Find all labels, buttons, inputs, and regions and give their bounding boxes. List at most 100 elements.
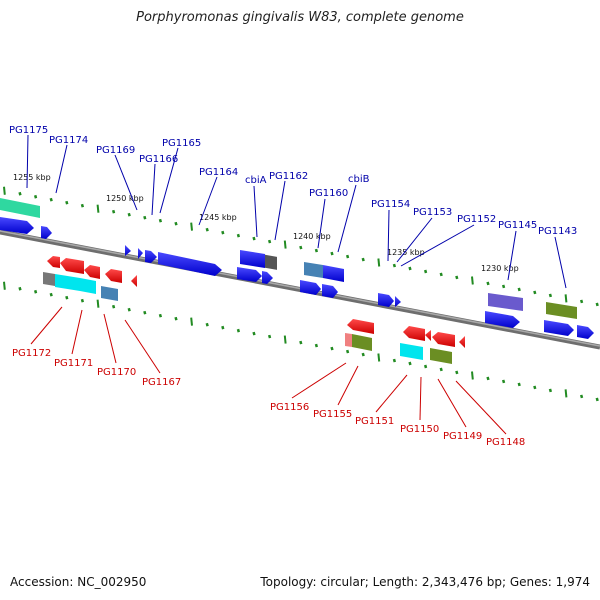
gene-label-pg1167[interactable]: PG1167 (142, 377, 181, 388)
gene-box[interactable] (400, 343, 423, 360)
gene-arrow[interactable] (0, 217, 34, 234)
gene-label-pg1174[interactable]: PG1174 (49, 135, 88, 146)
gene-arrow[interactable] (546, 302, 577, 319)
tick-mark (314, 343, 319, 348)
label-connector (253, 185, 258, 238)
tick-mark (439, 272, 443, 277)
gene-label-pg1162[interactable]: PG1162 (269, 171, 308, 182)
gene-arrow[interactable] (322, 284, 338, 298)
gene-label-pg1171[interactable]: PG1171 (54, 358, 93, 369)
gene-arrow[interactable] (395, 296, 401, 307)
label-connector (337, 184, 357, 253)
gene-label-pg1153[interactable]: PG1153 (413, 207, 452, 218)
gene-label-pg1170[interactable]: PG1170 (97, 367, 136, 378)
gene-arrow[interactable] (237, 267, 262, 282)
gene-arrow[interactable] (131, 275, 137, 287)
tick-mark (471, 371, 474, 380)
gene-arrow[interactable] (0, 198, 40, 218)
gene-arrow[interactable] (125, 245, 131, 256)
tick-mark (455, 275, 459, 280)
gene-arrow[interactable] (60, 258, 84, 274)
gene-label-pg1166[interactable]: PG1166 (139, 154, 178, 165)
gene-label-pg1172[interactable]: PG1172 (12, 348, 51, 359)
gene-box[interactable] (43, 272, 55, 286)
gene-arrow[interactable] (425, 330, 431, 341)
gene-label-pg1165[interactable]: PG1165 (162, 138, 201, 149)
gene-arrow[interactable] (347, 319, 374, 334)
gene-arrow[interactable] (158, 252, 222, 276)
gene-label-pg1145[interactable]: PG1145 (498, 220, 537, 231)
tick-mark (423, 269, 428, 274)
tick-mark (18, 286, 22, 291)
gene-label-pg1175[interactable]: PG1175 (9, 125, 48, 136)
gene-label-pg1149[interactable]: PG1149 (443, 431, 482, 442)
tick-mark (330, 346, 334, 351)
gene-label-pg1148[interactable]: PG1148 (486, 437, 525, 448)
gene-arrow[interactable] (105, 269, 122, 283)
tick-mark (18, 191, 22, 196)
tick-mark (190, 317, 193, 326)
tick-mark (486, 281, 490, 286)
gene-label-pg1154[interactable]: PG1154 (371, 199, 410, 210)
gene-label-pg1169[interactable]: PG1169 (96, 145, 135, 156)
reverse-genes (43, 256, 465, 364)
tick-mark (174, 316, 178, 321)
gene-arrow[interactable] (403, 326, 425, 341)
tick-mark (299, 245, 303, 250)
tick-mark (408, 266, 412, 271)
tick-mark (377, 258, 381, 267)
tick-mark (205, 322, 209, 327)
gene-box[interactable] (352, 334, 372, 351)
gene-label-pg1155[interactable]: PG1155 (313, 409, 352, 420)
tick-mark (439, 367, 443, 372)
gene-arrow[interactable] (544, 320, 574, 336)
gene-box[interactable] (55, 274, 80, 291)
gene-box[interactable] (101, 286, 118, 301)
gene-label-pg1160[interactable]: PG1160 (309, 188, 348, 199)
gene-arrow[interactable] (138, 248, 143, 259)
gene-label-pg1164[interactable]: PG1164 (199, 167, 238, 178)
gene-arrow[interactable] (459, 336, 465, 348)
gene-box[interactable] (80, 278, 96, 294)
label-connector (114, 154, 138, 211)
tick-mark (408, 361, 412, 366)
gene-arrow[interactable] (145, 250, 157, 263)
gene-label-cbib[interactable]: cbiB (348, 174, 370, 185)
tick-mark (283, 240, 287, 249)
tick-mark (252, 331, 256, 336)
label-connector (437, 378, 467, 428)
tick-mark (392, 358, 397, 363)
gene-arrow[interactable] (47, 256, 60, 268)
gene-arrow[interactable] (488, 293, 523, 311)
gene-arrow[interactable] (262, 271, 273, 284)
tick-mark (221, 230, 225, 235)
gene-arrow[interactable] (323, 265, 344, 282)
accession-text: Accession: NC_002950 (10, 575, 147, 589)
tick-mark (127, 212, 131, 217)
gene-label-cbia[interactable]: cbiA (245, 175, 267, 186)
gene-box[interactable] (430, 348, 452, 364)
gene-arrow[interactable] (304, 262, 323, 278)
gene-arrow[interactable] (485, 311, 520, 328)
label-connector (317, 198, 326, 249)
gene-arrow[interactable] (300, 280, 321, 295)
label-connector (507, 230, 517, 281)
gene-arrow[interactable] (432, 332, 455, 347)
gene-box[interactable] (345, 333, 352, 347)
gene-arrow[interactable] (378, 293, 394, 307)
gene-label-pg1156[interactable]: PG1156 (270, 402, 309, 413)
gene-label-pg1152[interactable]: PG1152 (457, 214, 496, 225)
label-connector (103, 313, 117, 364)
gene-label-pg1150[interactable]: PG1150 (400, 424, 439, 435)
gene-arrow[interactable] (240, 250, 265, 268)
gene-box[interactable] (265, 254, 277, 270)
gene-arrow[interactable] (41, 226, 52, 239)
label-connector (400, 224, 475, 267)
gene-arrow[interactable] (577, 325, 594, 339)
gene-label-pg1151[interactable]: PG1151 (355, 416, 394, 427)
gene-label-pg1143[interactable]: PG1143 (538, 226, 577, 237)
tick-mark (579, 394, 584, 399)
tick-mark (501, 284, 506, 289)
gene-arrow[interactable] (84, 265, 100, 279)
